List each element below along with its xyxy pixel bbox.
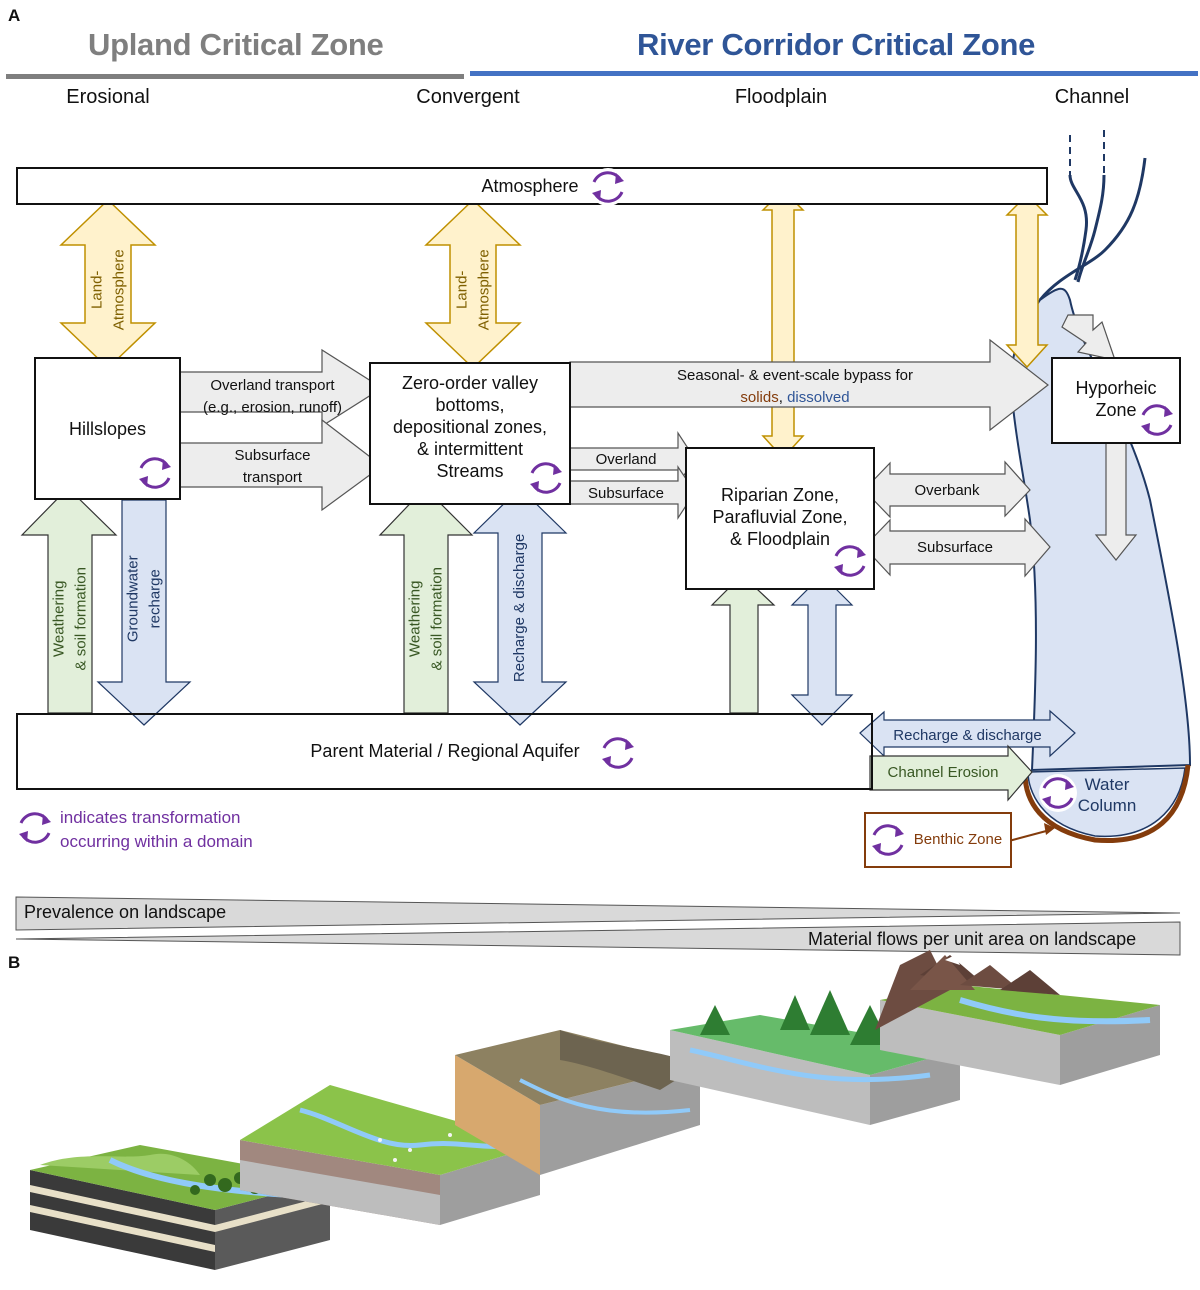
landscape-block-floodplain: [670, 990, 960, 1125]
land-atmosphere-label-convergent: Land- Atmosphere: [451, 220, 495, 360]
overbank-arrow: [863, 460, 1031, 519]
groundwater-recharge-label: Groundwater recharge: [122, 539, 166, 659]
parent-material-label: Parent Material / Regional Aquifer: [310, 741, 580, 761]
panel-a-label: A: [8, 6, 21, 25]
water-column-line-2: Column: [1077, 795, 1137, 815]
bypass-dissolved: dissolved: [787, 388, 850, 406]
weathering-line-1: Weathering: [406, 580, 424, 657]
riparian-box: [685, 447, 875, 590]
overland-transport-arrow: [179, 348, 384, 428]
overbank-label: Overbank: [914, 482, 980, 499]
subsurface-label: Subsurface: [588, 485, 664, 502]
hyporheic-line-1: Hyporheic: [1075, 378, 1157, 398]
zero-order-label: Zero-order valley bottoms, depositional …: [371, 373, 569, 483]
column-floodplain: Floodplain: [734, 86, 828, 108]
legend-line-1: indicates transformation: [60, 808, 241, 827]
overland-transport-label: Overland transport (e.g., erosion, runof…: [185, 375, 360, 419]
land-atmosphere-line-2: Atmosphere: [110, 249, 127, 331]
upland-zone-title: Upland Critical Zone: [88, 27, 384, 62]
recharge-discharge-label-convergent: Recharge & discharge: [511, 533, 529, 683]
riparian-subsurface-label: Subsurface: [917, 539, 993, 556]
land-atmosphere-arrow-channel: [1005, 193, 1049, 369]
bypass-line-2: solids, dissolved: [620, 387, 970, 409]
land-atmosphere-line-1: Land-: [88, 270, 106, 309]
land-atmosphere-line-2: Atmosphere: [475, 249, 492, 331]
land-atmosphere-arrow-floodplain: [761, 188, 805, 460]
weathering-label-erosional: Weathering & soil formation: [48, 534, 92, 704]
landscape-block-hillslope: [455, 1030, 700, 1175]
overland-label: Overland: [595, 451, 657, 468]
water-column-line-1: Water: [1084, 775, 1130, 794]
land-atmosphere-line-1: Land-: [453, 270, 471, 309]
groundwater-line-1: Groundwater: [124, 555, 142, 643]
land-atmosphere-label-erosional: Land- Atmosphere: [86, 220, 130, 360]
legend-line-2: occurring within a domain: [60, 831, 253, 851]
atmosphere-box: [16, 167, 1048, 205]
subsurface-transport-line-1: Subsurface: [234, 447, 311, 464]
zero-order-line-3: depositional zones,: [392, 416, 548, 437]
bypass-line-1: Seasonal- & event-scale bypass for: [677, 367, 913, 384]
groundwater-recharge-arrow: [96, 499, 192, 726]
riparian-subsurface-arrow: [863, 517, 1051, 578]
recharge-discharge-label-channel: Recharge & discharge: [893, 727, 1042, 744]
landscape-illustration: [30, 950, 1160, 1270]
weathering-line-1: Weathering: [50, 580, 68, 657]
subsurface-transport-line-2: transport: [242, 468, 303, 486]
recharge-discharge-arrow-convergent: [472, 487, 568, 726]
atmosphere-label: Atmosphere: [481, 176, 579, 196]
hyporheic-line-2: Zone: [1095, 399, 1137, 420]
subsurface-transport-label: Subsurface transport: [195, 445, 350, 489]
landscape-block-mountain-channel: [875, 950, 1160, 1085]
material-flows-wedge: [15, 921, 1181, 956]
column-erosional: Erosional: [66, 86, 150, 108]
zero-order-line-1: Zero-order valley: [401, 373, 539, 393]
transformation-legend: indicates transformation occurring withi…: [60, 806, 253, 854]
overland-transport-line-1: Overland transport: [210, 377, 335, 394]
hillslopes-label: Hillslopes: [68, 419, 147, 439]
recharge-discharge-arrow-floodplain: [790, 574, 854, 726]
riparian-line-2: Parafluvial Zone,: [712, 506, 848, 527]
landscape-block-convergent: [240, 1085, 540, 1225]
riparian-label: Riparian Zone, Parafluvial Zone, & Flood…: [687, 485, 873, 551]
zero-order-line-4: & intermittent: [416, 438, 524, 459]
column-channel: Channel: [1054, 86, 1130, 108]
weathering-line-2: & soil formation: [428, 567, 445, 671]
weathering-label-convergent: Weathering & soil formation: [404, 534, 448, 704]
parent-material-box: [16, 713, 873, 790]
prevalence-label: Prevalence on landscape: [24, 902, 227, 922]
subsurface-transport-arrow: [179, 418, 384, 512]
column-convergent: Convergent: [416, 86, 520, 108]
channel-erosion-label: Channel Erosion: [887, 764, 999, 781]
hyporheic-out-arrow: [1094, 442, 1138, 561]
channel-erosion-arrow: [869, 744, 1033, 802]
landscape-block-erosional: [30, 1145, 330, 1270]
bypass-label: Seasonal- & event-scale bypass for solid…: [620, 365, 970, 409]
river-zone-title: River Corridor Critical Zone: [637, 27, 1036, 62]
panel-b-label: B: [8, 953, 21, 972]
hyporheic-label: Hyporheic Zone: [1053, 378, 1179, 422]
groundwater-line-2: recharge: [146, 569, 163, 629]
upland-zone-bar: [6, 74, 464, 79]
overland-transport-line-2: (e.g., erosion, runoff): [203, 398, 342, 416]
zero-order-line-2: bottoms,: [435, 394, 505, 415]
recharge-discharge-arrow-channel: [859, 709, 1076, 758]
water-column-label: Water Column: [1062, 775, 1152, 816]
weathering-line-2: & soil formation: [72, 567, 89, 671]
riparian-line-3: & Floodplain: [729, 528, 831, 549]
material-flows-label: Material flows per unit area on landscap…: [808, 929, 1137, 949]
bypass-solids: solids: [740, 388, 779, 406]
prevalence-wedge: [15, 896, 1181, 931]
bypass-separator: ,: [778, 388, 788, 406]
riparian-line-1: Riparian Zone,: [720, 485, 840, 505]
weathering-arrow-floodplain: [710, 574, 776, 714]
bypass-arrow: [569, 338, 1049, 432]
benthic-label: Benthic Zone: [913, 831, 1003, 848]
river-zone-bar: [470, 71, 1198, 76]
zero-order-line-5: Streams: [436, 460, 504, 481]
